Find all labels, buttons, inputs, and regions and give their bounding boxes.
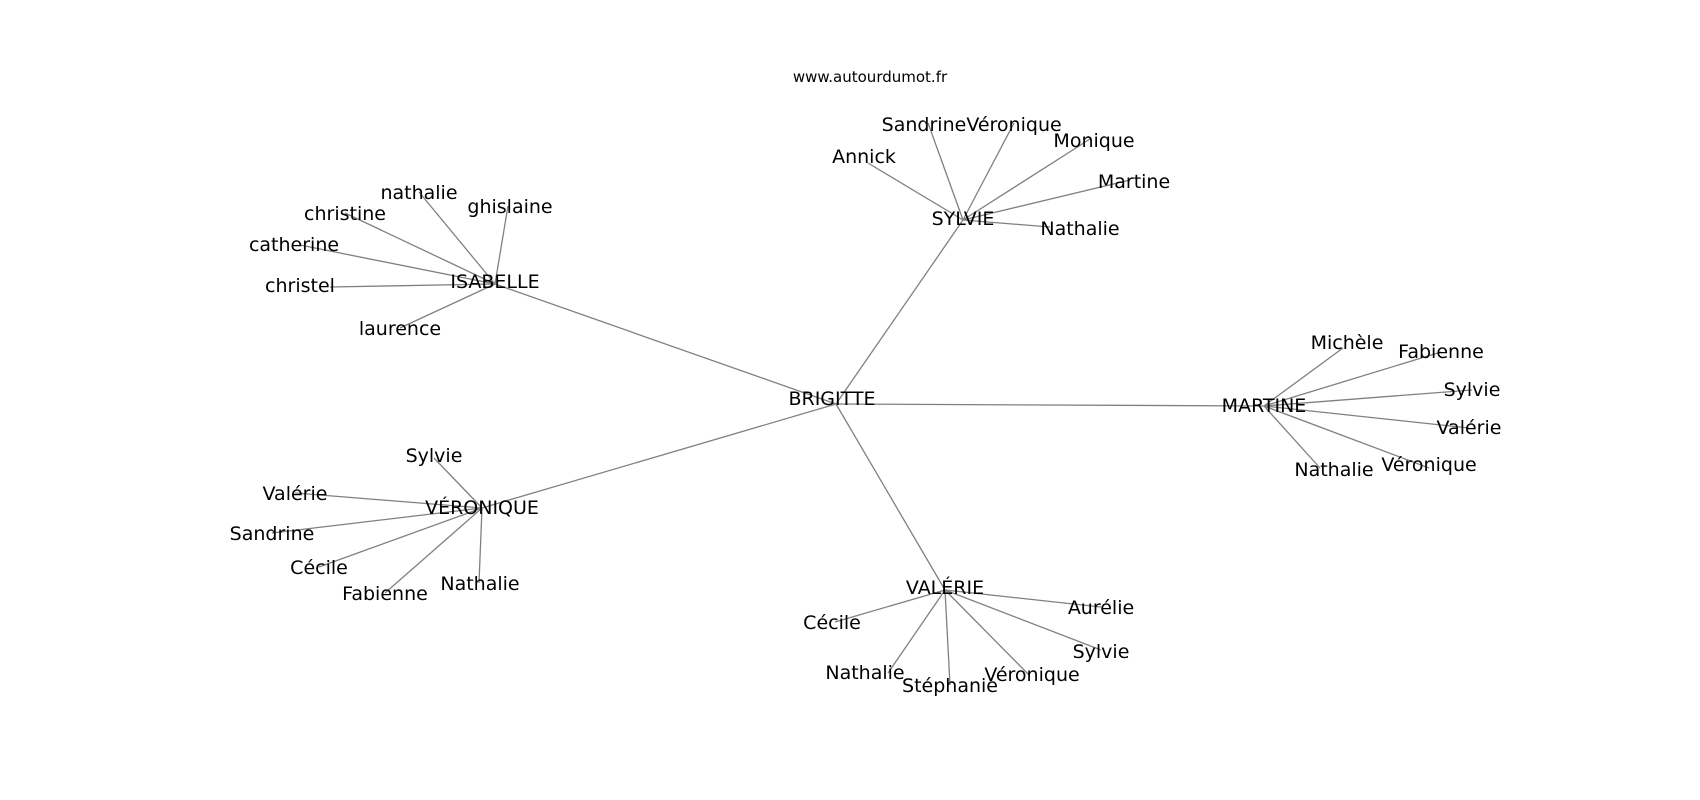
node-veronique-child-sandrine: Sandrine bbox=[230, 523, 315, 545]
node-center-brigitte: BRIGITTE bbox=[788, 388, 875, 410]
node-martine-child-nathalie: Nathalie bbox=[1294, 459, 1373, 481]
edge-valerie-to-stephanie bbox=[944, 589, 951, 686]
edge-veronique-to-sylvie bbox=[433, 457, 483, 509]
edge-martine-to-nathalie bbox=[1263, 405, 1321, 469]
node-isabelle-child-christine: christine bbox=[304, 203, 386, 225]
node-valerie-child-veronique: Véronique bbox=[984, 664, 1079, 686]
edge-center-to-sylvie bbox=[835, 219, 964, 405]
edge-center-to-valerie bbox=[835, 403, 946, 591]
node-valerie-child-nathalie: Nathalie bbox=[825, 662, 904, 684]
node-veronique-child-nathalie: Nathalie bbox=[440, 573, 519, 595]
node-veronique-child-fabienne: Fabienne bbox=[342, 583, 428, 605]
graph-edges bbox=[271, 122, 1473, 686]
node-hub-martine: MARTINE bbox=[1222, 395, 1307, 417]
node-valerie-child-stephanie: Stéphanie bbox=[902, 675, 998, 697]
edge-valerie-to-sylvie bbox=[944, 589, 1102, 651]
node-isabelle-child-christel: christel bbox=[265, 275, 335, 297]
node-sylvie-child-veronique: Véronique bbox=[966, 114, 1061, 136]
edge-sylvie-to-martine bbox=[962, 179, 1131, 221]
node-valerie-child-aurelie: Aurélie bbox=[1068, 597, 1134, 619]
node-martine-child-veronique: Véronique bbox=[1381, 454, 1476, 476]
edge-isabelle-to-catherine bbox=[299, 244, 496, 285]
edge-valerie-to-cecile bbox=[834, 589, 946, 623]
edge-isabelle-to-ghislaine bbox=[494, 205, 509, 285]
node-sylvie-child-martine: Martine bbox=[1098, 171, 1170, 193]
edge-martine-to-sylvie bbox=[1263, 389, 1473, 407]
edge-valerie-to-aurelie bbox=[944, 589, 1102, 608]
edge-isabelle-to-christine bbox=[344, 212, 496, 285]
edge-veronique-to-sandrine bbox=[271, 507, 483, 534]
node-valerie-child-sylvie: Sylvie bbox=[1073, 641, 1130, 663]
node-isabelle-child-laurence: laurence bbox=[359, 318, 441, 340]
edge-martine-to-michele bbox=[1263, 347, 1344, 407]
node-martine-child-valerie: Valérie bbox=[1437, 417, 1502, 439]
node-isabelle-child-catherine: catherine bbox=[249, 234, 339, 256]
edge-sylvie-to-sandrine bbox=[927, 122, 964, 221]
node-martine-child-sylvie: Sylvie bbox=[1444, 379, 1501, 401]
node-hub-isabelle: ISABELLE bbox=[450, 271, 539, 293]
edge-sylvie-to-veronique bbox=[962, 122, 1015, 221]
node-martine-child-fabienne: Fabienne bbox=[1398, 341, 1484, 363]
node-hub-veronique: VÉRONIQUE bbox=[425, 496, 539, 519]
edge-center-to-veronique bbox=[481, 403, 837, 509]
node-sylvie-child-nathalie: Nathalie bbox=[1040, 218, 1119, 240]
edge-veronique-to-nathalie bbox=[478, 507, 483, 584]
edge-martine-to-veronique bbox=[1263, 405, 1430, 469]
edge-sylvie-to-monique bbox=[962, 138, 1091, 221]
edge-sylvie-to-annick bbox=[867, 162, 964, 221]
edge-veronique-to-valerie bbox=[294, 492, 483, 509]
source-url: www.autourdumot.fr bbox=[793, 68, 948, 86]
node-isabelle-child-nathalie: nathalie bbox=[380, 182, 457, 204]
edge-center-to-isabelle bbox=[494, 283, 837, 405]
edge-isabelle-to-laurence bbox=[399, 283, 496, 329]
edge-valerie-to-veronique bbox=[944, 589, 1030, 676]
node-sylvie-child-annick: Annick bbox=[832, 146, 896, 168]
node-sylvie-child-monique: Monique bbox=[1053, 130, 1134, 152]
node-martine-child-michele: Michèle bbox=[1311, 332, 1384, 354]
node-hub-sylvie: SYLVIE bbox=[932, 208, 995, 230]
edge-veronique-to-cecile bbox=[318, 507, 483, 568]
node-veronique-child-valerie: Valérie bbox=[263, 483, 328, 505]
edge-martine-to-fabienne bbox=[1263, 351, 1442, 407]
node-sylvie-child-sandrine: Sandrine bbox=[882, 114, 967, 136]
node-isabelle-child-ghislaine: ghislaine bbox=[467, 196, 552, 218]
edge-martine-to-valerie bbox=[1263, 405, 1470, 429]
edge-sylvie-to-nathalie bbox=[962, 219, 1051, 228]
node-veronique-child-cecile: Cécile bbox=[290, 557, 348, 579]
edge-center-to-martine bbox=[835, 403, 1265, 407]
edge-valerie-to-nathalie bbox=[887, 589, 946, 674]
edge-isabelle-to-christel bbox=[329, 283, 496, 288]
node-valerie-child-cecile: Cécile bbox=[803, 612, 861, 634]
edge-veronique-to-fabienne bbox=[384, 507, 483, 594]
edge-isabelle-to-nathalie bbox=[418, 191, 496, 285]
node-hub-valerie: VALÉRIE bbox=[906, 576, 984, 599]
node-veronique-child-sylvie: Sylvie bbox=[406, 445, 463, 467]
